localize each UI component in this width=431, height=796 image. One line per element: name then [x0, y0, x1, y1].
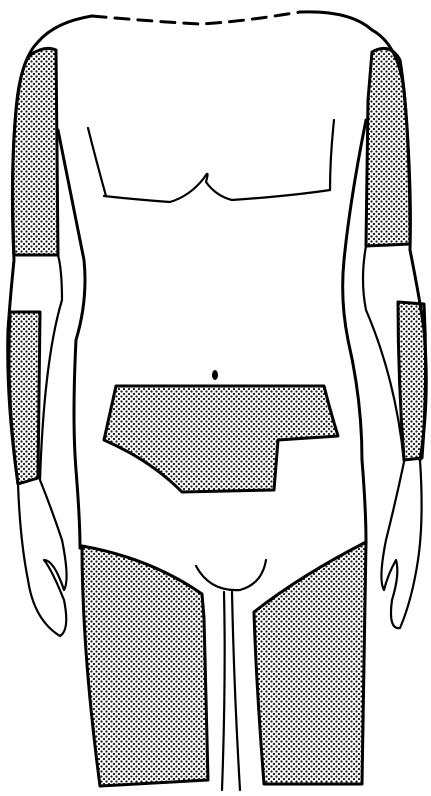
right-inner-arm — [40, 255, 62, 480]
left-thigh-shaded-region — [254, 542, 366, 784]
right-hand — [18, 480, 67, 636]
lower-abdomen-shaded-region — [104, 386, 338, 492]
inner-leg-left — [232, 592, 240, 790]
groin-line — [196, 560, 266, 590]
chest-line — [104, 174, 330, 202]
navel — [212, 370, 218, 380]
inner-leg-right — [222, 592, 225, 790]
right-thigh-shaded-region — [82, 546, 208, 786]
clavicle-hint-right — [88, 128, 106, 196]
left-torso-side — [343, 120, 366, 542]
left-forearm-shaded-region — [398, 302, 426, 460]
left-hand — [381, 460, 421, 628]
neckline-dashed — [92, 12, 300, 24]
clavicle-hint-left — [330, 120, 334, 190]
right-torso-side — [58, 130, 85, 548]
